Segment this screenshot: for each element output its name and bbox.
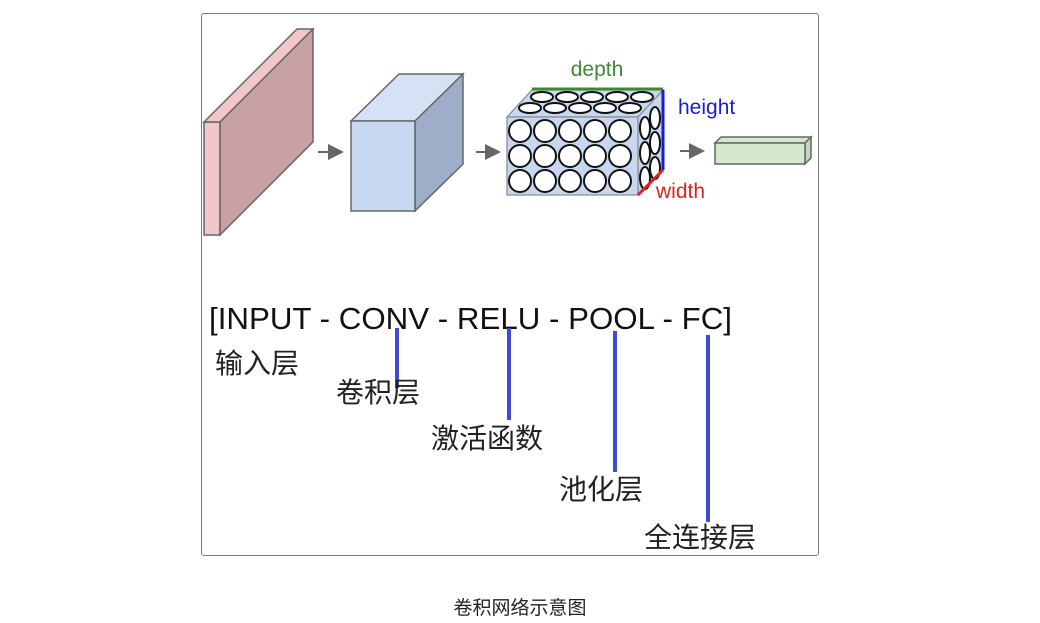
neuron <box>555 91 579 103</box>
neuron <box>508 144 532 168</box>
annotation-input: 输入层 <box>215 347 299 380</box>
width-label: width <box>655 180 705 203</box>
neuron <box>583 119 607 143</box>
depth-label: depth <box>571 58 624 81</box>
neuron <box>608 119 632 143</box>
annotation-conv: 卷积层 <box>336 376 420 409</box>
annotation-pool: 池化层 <box>559 473 643 506</box>
neuron <box>508 119 532 143</box>
connector-pool <box>613 331 617 472</box>
neuron <box>630 91 654 103</box>
neuron <box>639 116 651 140</box>
neuron <box>558 144 582 168</box>
neuron <box>583 169 607 193</box>
neuron <box>649 106 661 130</box>
conv-volume-shape <box>349 72 465 213</box>
width-line <box>636 168 665 197</box>
neuron <box>608 169 632 193</box>
neuron <box>558 119 582 143</box>
neuron <box>583 144 607 168</box>
neuron <box>508 169 532 193</box>
neuron <box>518 102 542 114</box>
neuron <box>533 144 557 168</box>
neuron <box>593 102 617 114</box>
neuron-volume-shape <box>505 88 665 197</box>
annotation-relu: 激活函数 <box>431 422 543 455</box>
connector-fc <box>706 335 710 522</box>
neuron <box>533 119 557 143</box>
height-label: height <box>678 96 735 119</box>
neuron <box>618 102 642 114</box>
neuron <box>558 169 582 193</box>
fc-layer-shape <box>713 135 813 166</box>
neuron <box>649 131 661 155</box>
connector-relu <box>507 328 511 420</box>
neuron <box>543 102 567 114</box>
pipeline-text: [INPUT - CONV - RELU - POOL - FC] <box>209 301 732 336</box>
neuron <box>580 91 604 103</box>
neuron <box>530 91 554 103</box>
annotation-fc: 全连接层 <box>644 521 756 554</box>
input-layer-shape <box>202 27 315 237</box>
connector-conv <box>395 328 399 388</box>
neuron <box>533 169 557 193</box>
neuron <box>568 102 592 114</box>
figure-caption: 卷积网络示意图 <box>453 597 587 619</box>
neuron <box>605 91 629 103</box>
neuron <box>608 144 632 168</box>
neuron <box>639 141 651 165</box>
